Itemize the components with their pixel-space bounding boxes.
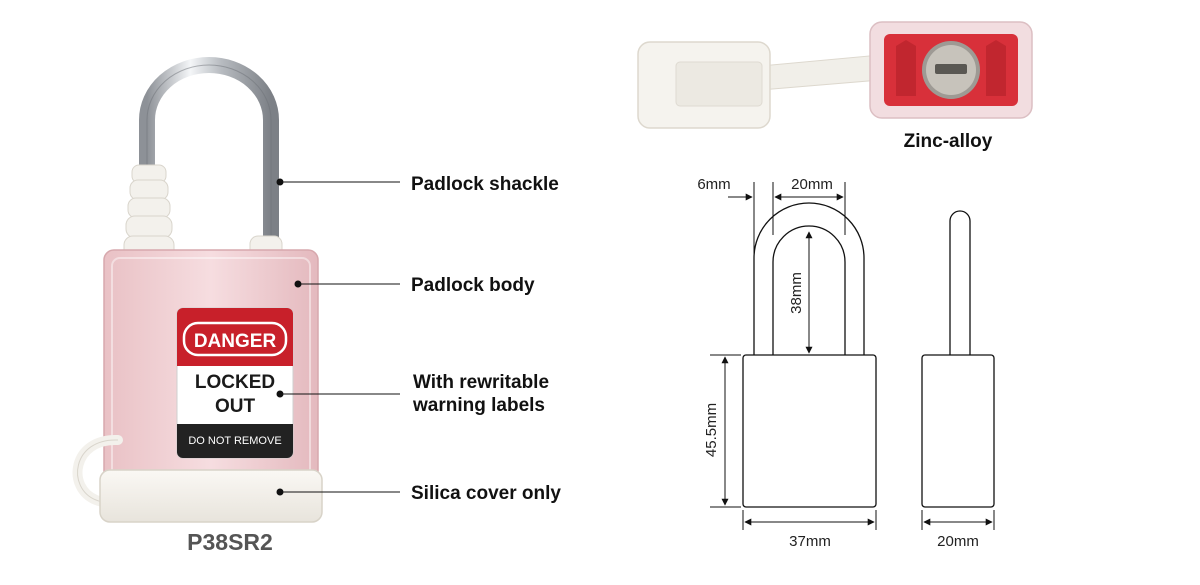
tag-danger-text: DANGER — [194, 331, 277, 352]
tag-out-text: OUT — [215, 396, 256, 417]
padlock-illustration: DANGER LOCKED OUT DO NOT REMOVE — [72, 57, 323, 523]
shackle-sleeve — [123, 164, 283, 263]
dim-shackle-thickness: 6mm — [697, 176, 730, 193]
dim-body-width: 37mm — [789, 533, 831, 550]
dim-body-depth: 20mm — [937, 533, 979, 550]
front-view-body — [742, 354, 877, 508]
key-caption: Zinc-alloy — [904, 131, 993, 152]
model-label: P38SR2 — [187, 529, 273, 555]
dim-body-height: 45.5mm — [703, 403, 720, 457]
side-view-body — [921, 354, 995, 508]
silica-cover — [99, 469, 323, 523]
callout-warning-labels-line1: With rewritable — [413, 372, 550, 393]
callout-warning-labels-line2: warning labels — [413, 395, 545, 416]
warning-tag: DANGER LOCKED OUT DO NOT REMOVE — [176, 307, 294, 459]
technical-drawing — [742, 202, 995, 508]
callout-padlock-shackle: Padlock shackle — [411, 174, 559, 195]
dimension-lines — [710, 182, 995, 530]
tag-locked-text: LOCKED — [195, 372, 275, 393]
callout-silica-cover: Silica cover only — [411, 483, 561, 504]
callout-lines — [276, 178, 400, 496]
dim-shackle-clearance-width: 20mm — [791, 176, 833, 193]
dim-shackle-clearance-height: 38mm — [788, 272, 805, 314]
key-illustration — [637, 21, 1033, 129]
tag-footer-text: DO NOT REMOVE — [188, 435, 281, 447]
callout-padlock-body: Padlock body — [411, 275, 535, 296]
